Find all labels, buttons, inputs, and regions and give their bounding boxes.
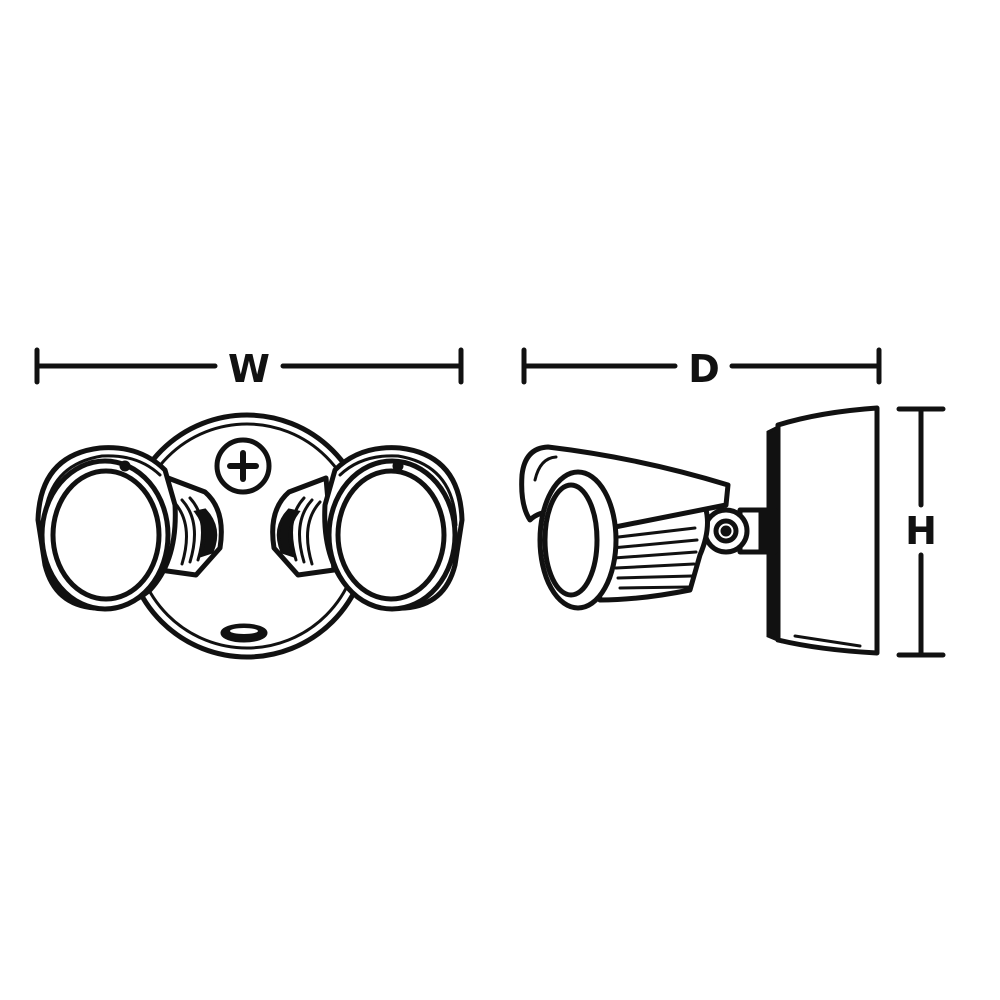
side-lamp-lens <box>537 469 619 611</box>
height-dimension: H <box>896 406 946 658</box>
side-view <box>519 405 880 656</box>
wall-plate <box>766 405 880 656</box>
width-label: W <box>228 347 270 391</box>
mounting-screw-icon <box>214 437 272 495</box>
front-view <box>35 412 465 660</box>
width-dimension: W <box>34 347 464 391</box>
motion-sensor-icon <box>220 623 268 643</box>
swivel-arm <box>702 507 778 555</box>
left-lamp-head <box>35 445 178 612</box>
right-lens <box>335 468 447 602</box>
left-lens <box>50 468 162 602</box>
depth-dimension: D <box>521 347 882 391</box>
height-label: H <box>905 509 937 553</box>
right-lamp-neck <box>270 475 337 578</box>
right-lamp-head <box>322 445 465 612</box>
depth-label: D <box>688 347 720 391</box>
